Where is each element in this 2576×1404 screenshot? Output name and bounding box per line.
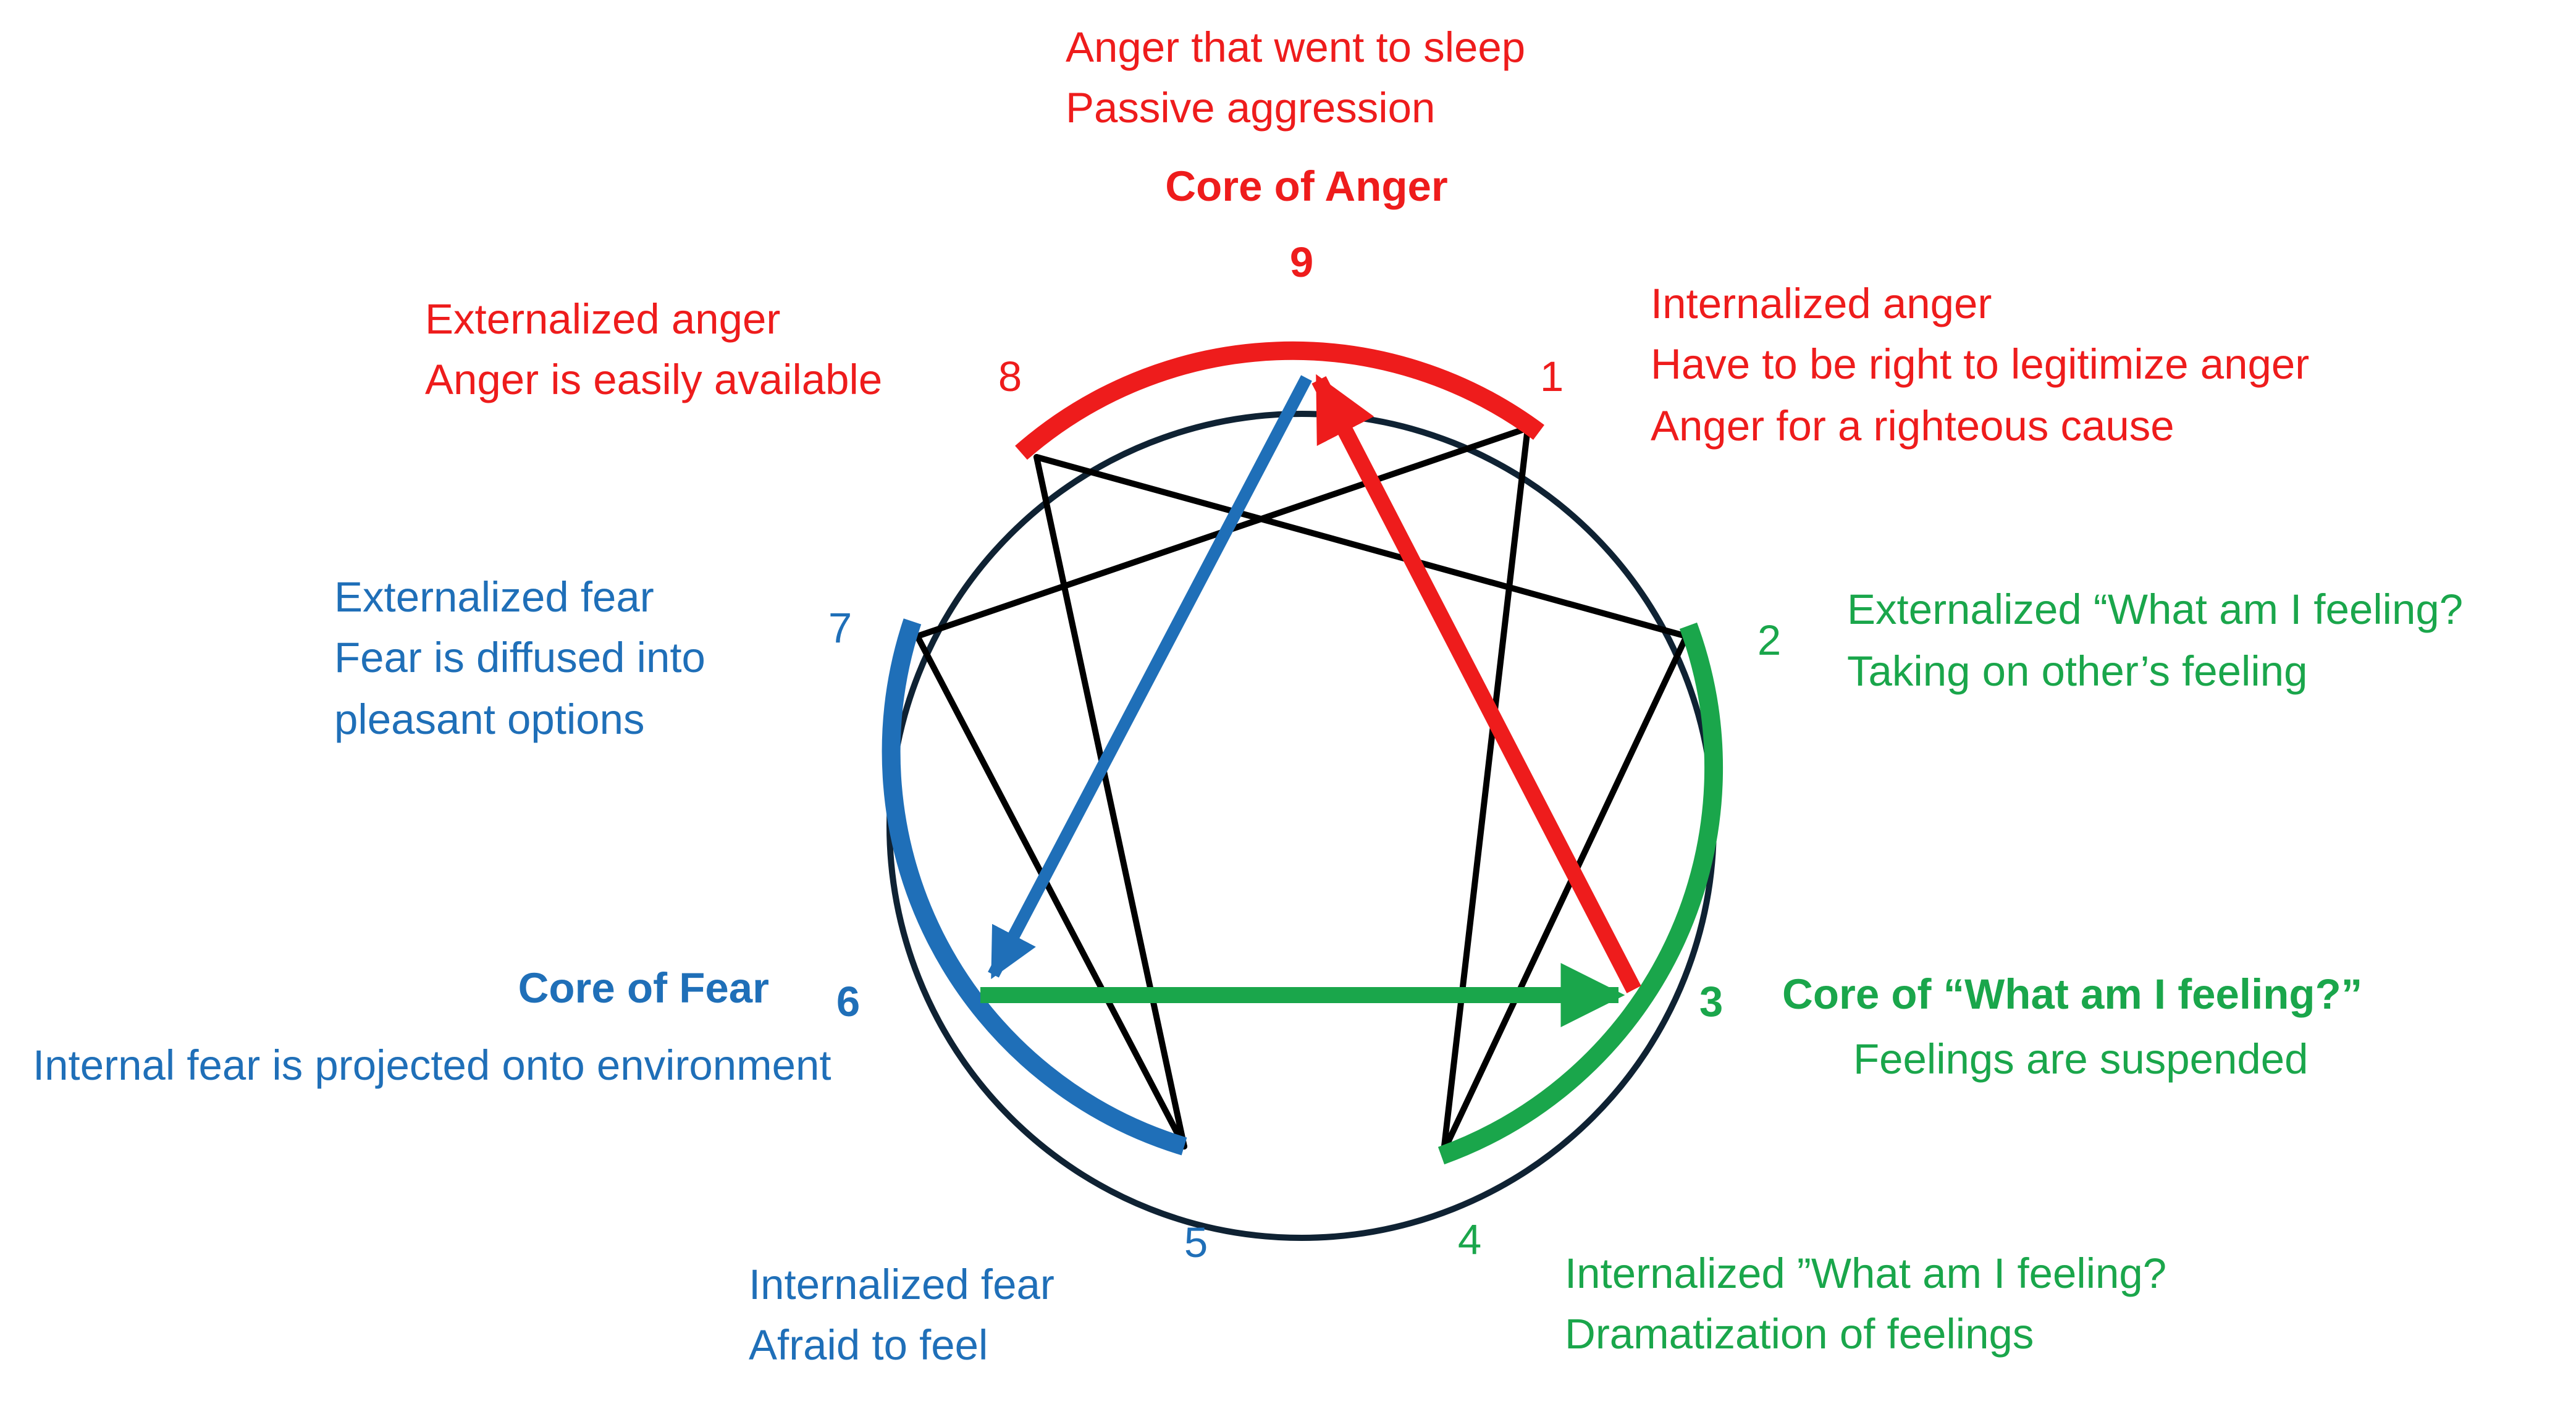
fear-core-label: Core of Fear xyxy=(518,964,769,1012)
anger-int-line2: Have to be right to legitimize anger xyxy=(1651,340,2309,388)
point-9: 9 xyxy=(1290,238,1313,286)
anger-int-line3: Anger for a righteous cause xyxy=(1651,402,2174,450)
point-4: 4 xyxy=(1458,1216,1481,1263)
point-8: 8 xyxy=(998,353,1022,400)
line-1-4 xyxy=(1441,425,1531,1154)
point-2: 2 xyxy=(1757,616,1781,664)
anger-top-line2: Passive aggression xyxy=(1066,84,1435,132)
line-8-5 xyxy=(1033,454,1187,1150)
arrow-9-to-6 xyxy=(988,375,1312,980)
feeling-core-label: Core of “What am I feeling?” xyxy=(1782,970,2362,1018)
anger-ext-line2: Anger is easily available xyxy=(425,356,882,403)
arrow-3-to-9 xyxy=(1311,374,1641,993)
fear-core-desc: Internal fear is projected onto environm… xyxy=(33,1041,831,1089)
point-5: 5 xyxy=(1184,1219,1208,1266)
fear-ext-line3: pleasant options xyxy=(334,696,645,743)
inner-lines xyxy=(914,425,1690,1154)
point-3: 3 xyxy=(1699,978,1723,1025)
anger-core-label: Core of Anger xyxy=(1165,162,1447,210)
fear-arc xyxy=(882,618,1187,1156)
fear-ext-line1: Externalized fear xyxy=(334,573,654,621)
feeling-ext-line2: Taking on other’s feeling xyxy=(1847,647,2307,695)
point-1: 1 xyxy=(1540,353,1564,400)
feeling-int-line2: Dramatization of feelings xyxy=(1565,1310,2034,1358)
point-7: 7 xyxy=(828,604,852,652)
feeling-arc xyxy=(1437,622,1724,1165)
fear-int-line1: Internalized fear xyxy=(749,1261,1054,1308)
feeling-ext-line1: Externalized “What am I feeling? xyxy=(1847,586,2463,633)
anger-arc xyxy=(1015,341,1544,460)
feeling-int-line1: Internalized ”What am I feeling? xyxy=(1565,1250,2166,1297)
line-2-8 xyxy=(1033,454,1690,639)
fear-ext-line2: Fear is diffused into xyxy=(334,634,705,681)
anger-ext-line1: Externalized anger xyxy=(425,295,780,343)
line-5-7 xyxy=(914,633,1187,1150)
anger-top-line1: Anger that went to sleep xyxy=(1066,23,1525,71)
fear-int-line2: Afraid to feel xyxy=(749,1321,988,1369)
point-6: 6 xyxy=(836,978,860,1025)
anger-int-line1: Internalized anger xyxy=(1651,280,1992,327)
line-4-2 xyxy=(1441,633,1690,1154)
feeling-core-desc: Feelings are suspended xyxy=(1853,1035,2309,1083)
